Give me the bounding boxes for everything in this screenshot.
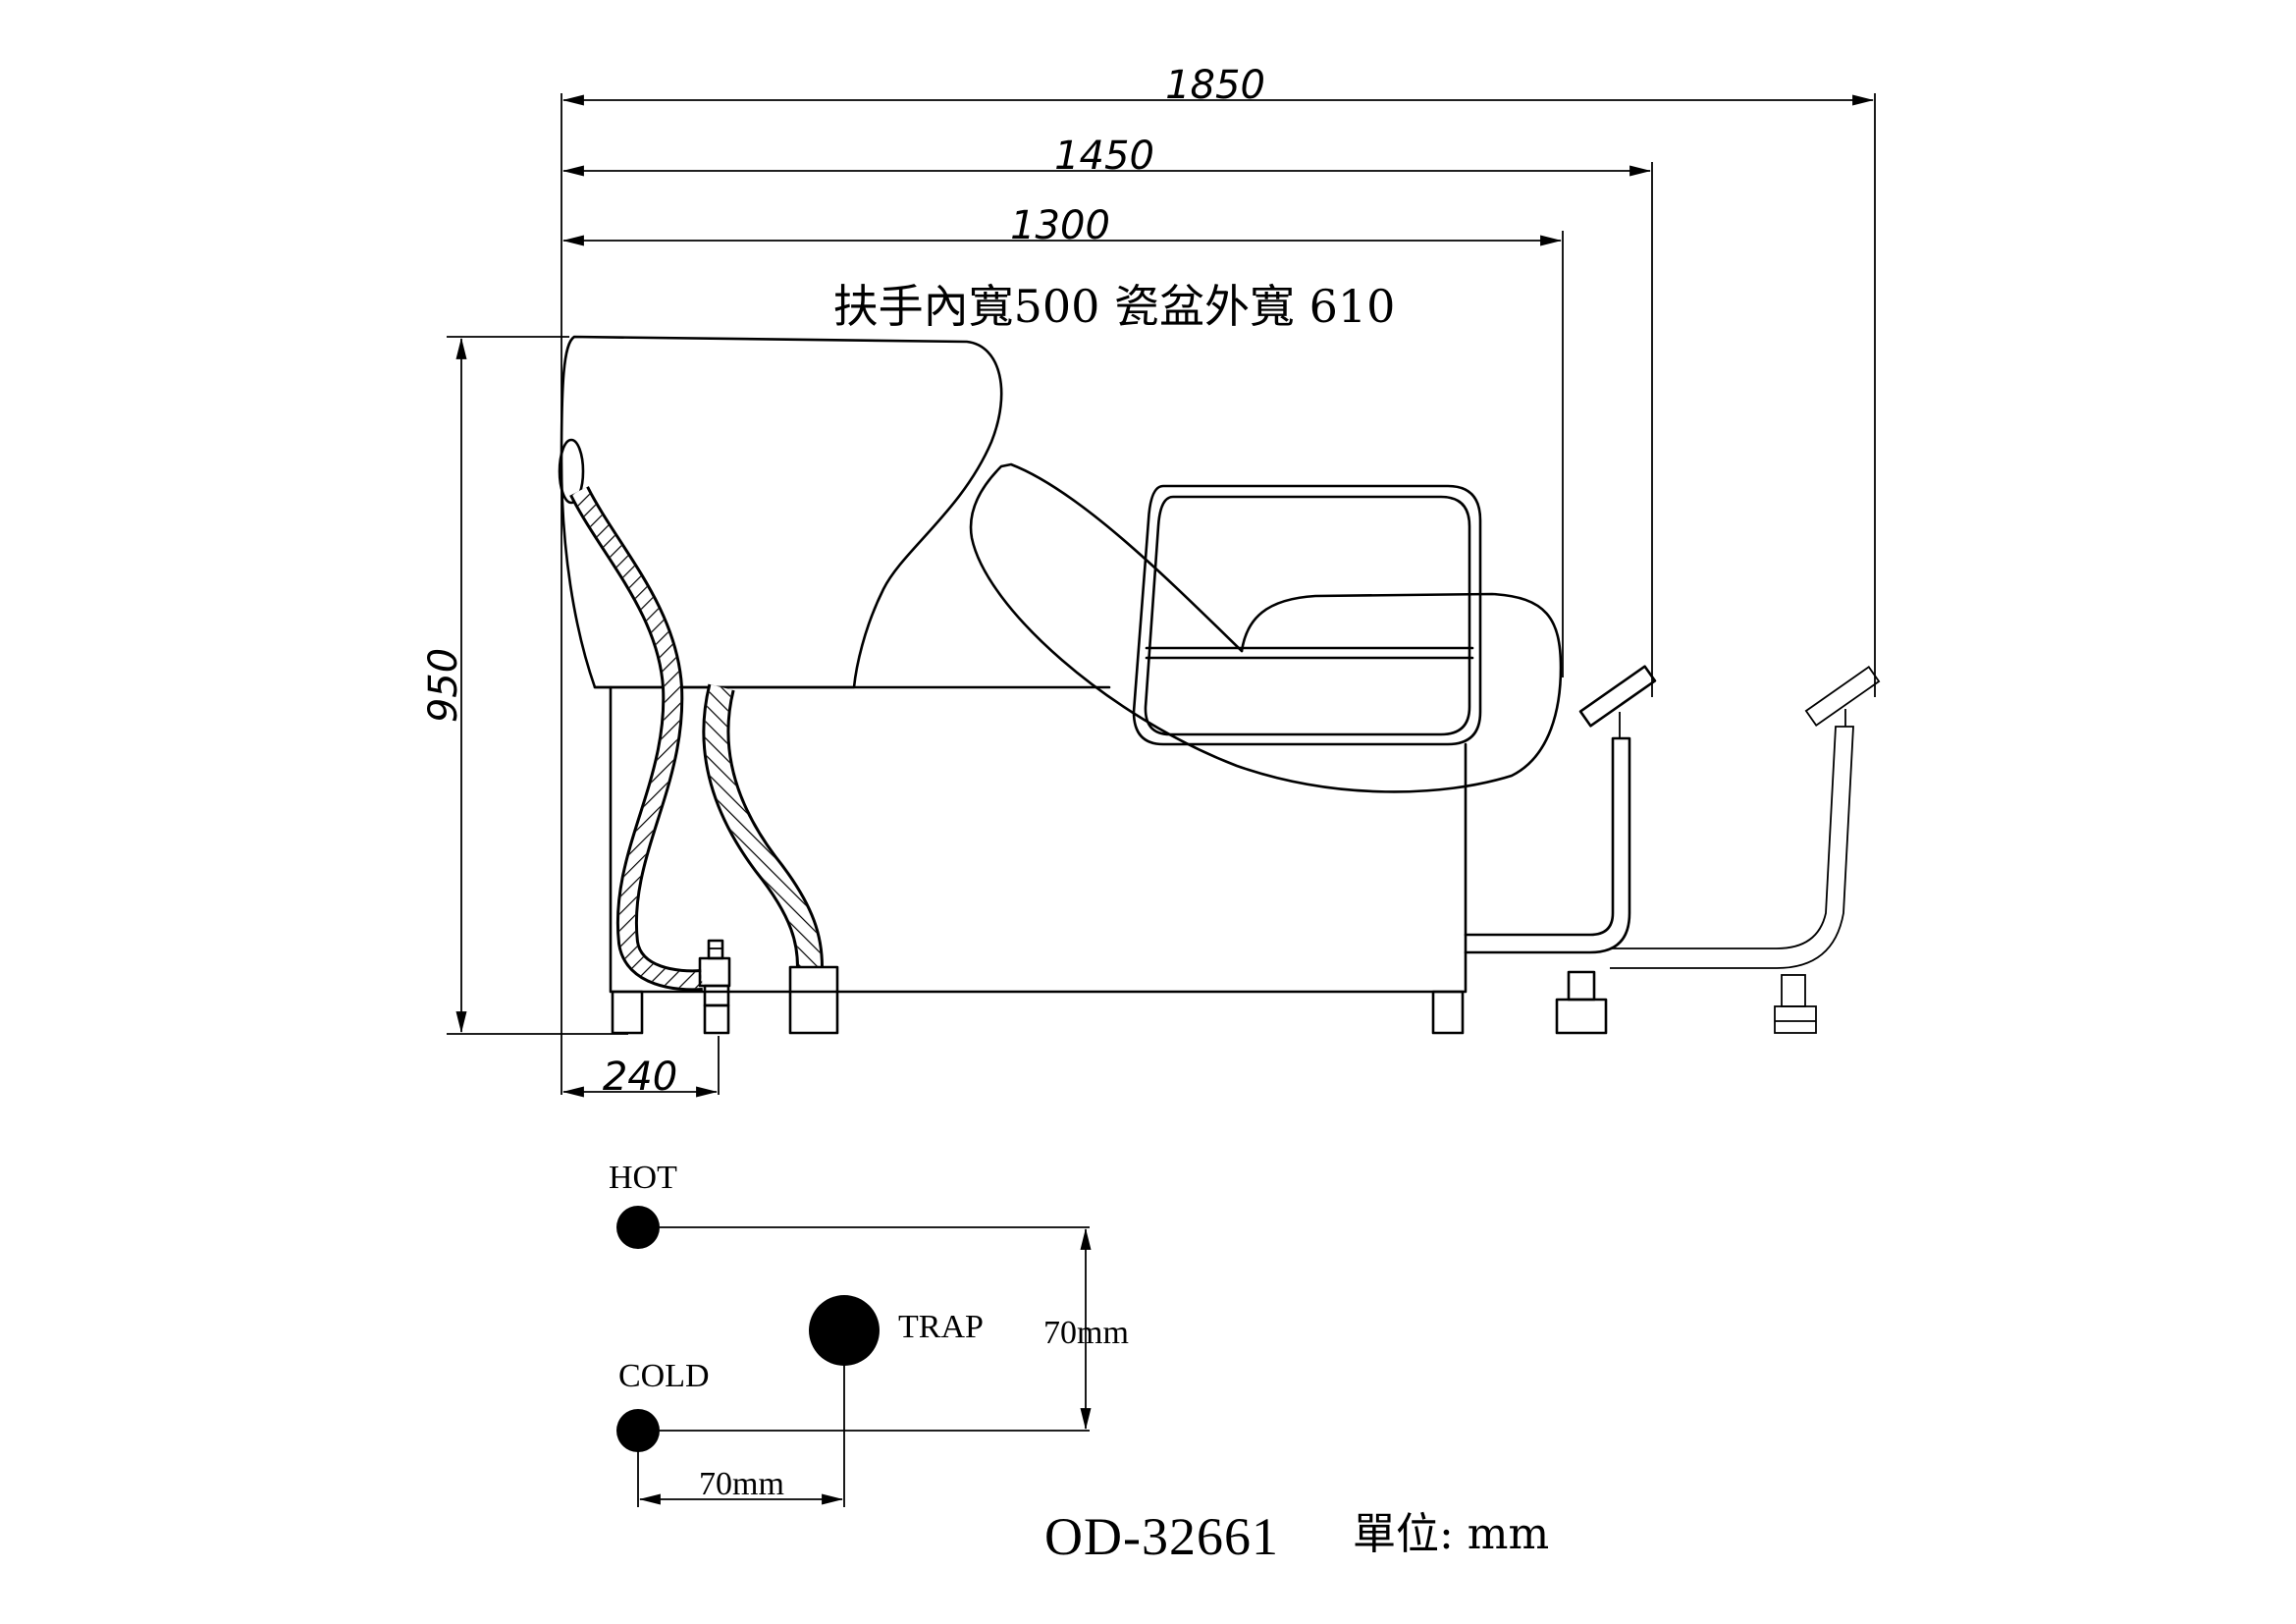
hot-label: HOT (609, 1160, 677, 1196)
trap-point (809, 1295, 880, 1366)
unit-label: 單位: mm (1353, 1509, 1549, 1559)
water-valve (698, 939, 731, 1035)
dim-label-1300: 1300 (1010, 203, 1110, 248)
model-number: OD-32661 (1044, 1507, 1279, 1566)
faucet-oval (558, 438, 585, 505)
dim-label-950: 950 (421, 648, 466, 723)
dim-label-1450: 1450 (1054, 134, 1154, 179)
horizontal-spacing-label: 70mm (699, 1466, 784, 1502)
vertical-spacing-label: 70mm (1043, 1315, 1129, 1351)
foot-pedal-extended (1610, 666, 1881, 1034)
base-foot-right (1431, 990, 1465, 1035)
basin-shell (560, 335, 1003, 689)
cold-water-point (616, 1409, 660, 1452)
dimension-lines: 1850 1450 1300 950 240 (421, 63, 1876, 1100)
cabinet-base (609, 685, 1468, 994)
drain-trap-box (788, 965, 839, 1035)
trap-label: TRAP (898, 1309, 984, 1345)
hot-water-point (616, 1206, 660, 1249)
armrest-frame (1132, 484, 1482, 746)
hot-water-hose (569, 486, 703, 992)
dim-label-1850: 1850 (1165, 63, 1265, 108)
base-foot-left (611, 990, 644, 1035)
spec-note: 扶手內寬500 瓷盆外寬 610 (833, 280, 1396, 333)
cold-label: COLD (618, 1358, 710, 1394)
shampoo-chair-side-view (558, 335, 1563, 1035)
foot-pedal-near (1464, 665, 1657, 1035)
recline-seat-cushion (969, 462, 1563, 793)
plumbing-connection-diagram: HOT COLD TRAP 70mm 70mm (609, 1160, 1129, 1507)
dim-label-240: 240 (603, 1055, 677, 1100)
